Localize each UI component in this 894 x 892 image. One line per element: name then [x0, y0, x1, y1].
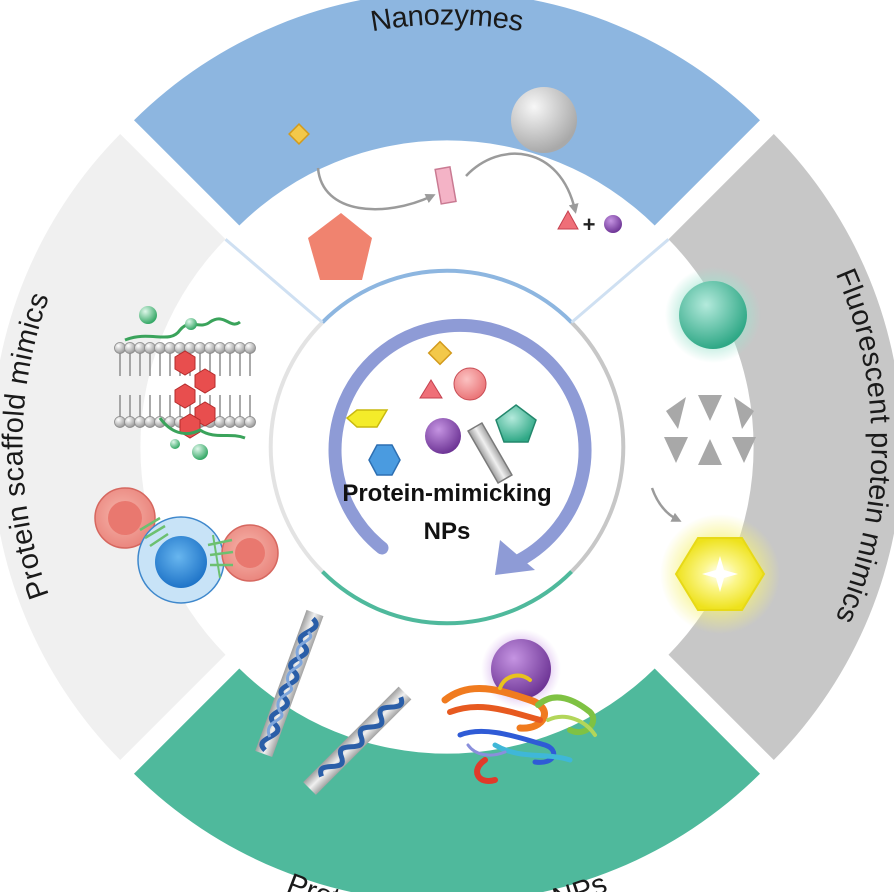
ring-segment-binding [134, 668, 760, 892]
lipid-head [214, 416, 226, 428]
product-triangle [557, 209, 579, 230]
lipid-head [234, 416, 246, 428]
enzyme-pentagon [308, 213, 372, 280]
center-blue-hexagon [368, 444, 401, 476]
lipid-head [124, 342, 136, 354]
center-triangle [419, 379, 443, 399]
inner-arc-right [570, 320, 626, 574]
sparkle [702, 556, 738, 592]
dna-helix-2 [303, 686, 412, 795]
center-diamond [427, 340, 453, 366]
lipid-head [214, 342, 226, 354]
center-hub: Protein-mimicking NPs [328, 318, 592, 575]
center-arrowhead [495, 540, 535, 575]
center-teal-pentagon [495, 404, 537, 443]
bead-4 [170, 439, 180, 449]
ring-segment-scaffold [0, 134, 226, 760]
center-pink-sphere [453, 367, 487, 401]
nanozymes-illustration: + [288, 87, 622, 280]
cell-right-nucleus [235, 538, 265, 568]
cell-center-nucleus [155, 536, 207, 588]
bead-2 [185, 318, 197, 330]
divider-top-right [570, 238, 670, 324]
center-grey-rod [467, 421, 513, 485]
scaffold-illustration [94, 306, 279, 604]
plus-sign: + [583, 212, 596, 237]
lipid-head [154, 342, 166, 354]
lipid-head [244, 342, 256, 354]
intermediate-rod [434, 166, 457, 205]
lipid-head [144, 416, 156, 428]
binding-np [491, 639, 551, 699]
dna-helix-1 [255, 609, 324, 758]
reaction-arrow-1 [316, 167, 436, 211]
lipid-head [144, 342, 156, 354]
substrate-diamond [288, 123, 310, 145]
grey-sphere [511, 87, 577, 153]
lipid-head [164, 342, 176, 354]
lipid-head [134, 416, 146, 428]
ring-segment-fluorescent [668, 134, 894, 760]
peptide-strand-lower [158, 417, 246, 440]
transition-arrow [650, 487, 682, 522]
center-cycle-arrow [328, 318, 592, 567]
reaction-arrow-2 [465, 152, 579, 214]
divider-top-left [224, 238, 324, 324]
lipid-head [114, 342, 126, 354]
inner-arc-top [320, 268, 574, 324]
cell-linkers [139, 516, 234, 579]
center-yellow-hexagon [345, 409, 389, 428]
grey-hexagon-cluster [664, 395, 756, 465]
lipid-head [134, 342, 146, 354]
protein-ribbon [441, 673, 597, 784]
bead-3 [192, 444, 208, 460]
teal-sphere [679, 281, 747, 349]
fluorescent-illustration [650, 267, 780, 634]
lipid-head [244, 416, 256, 428]
lipid-head [204, 342, 216, 354]
inner-arc-bottom [320, 570, 574, 626]
cell-left-nucleus [108, 501, 142, 535]
center-title-line1: Protein-mimicking [342, 480, 551, 507]
lipid-head [114, 416, 126, 428]
binding-illustration [255, 609, 597, 795]
center-purple-sphere [425, 418, 461, 454]
lipid-head [224, 342, 236, 354]
bead-1 [139, 306, 157, 324]
ring-segment-nanozymes [134, 0, 760, 226]
inner-arc-left [268, 320, 324, 574]
lipid-head [194, 342, 206, 354]
center-title-line2: NPs [424, 518, 471, 545]
product-sphere [604, 215, 622, 233]
lipid-head [124, 416, 136, 428]
lipid-head [224, 416, 236, 428]
lipid-head [234, 342, 246, 354]
